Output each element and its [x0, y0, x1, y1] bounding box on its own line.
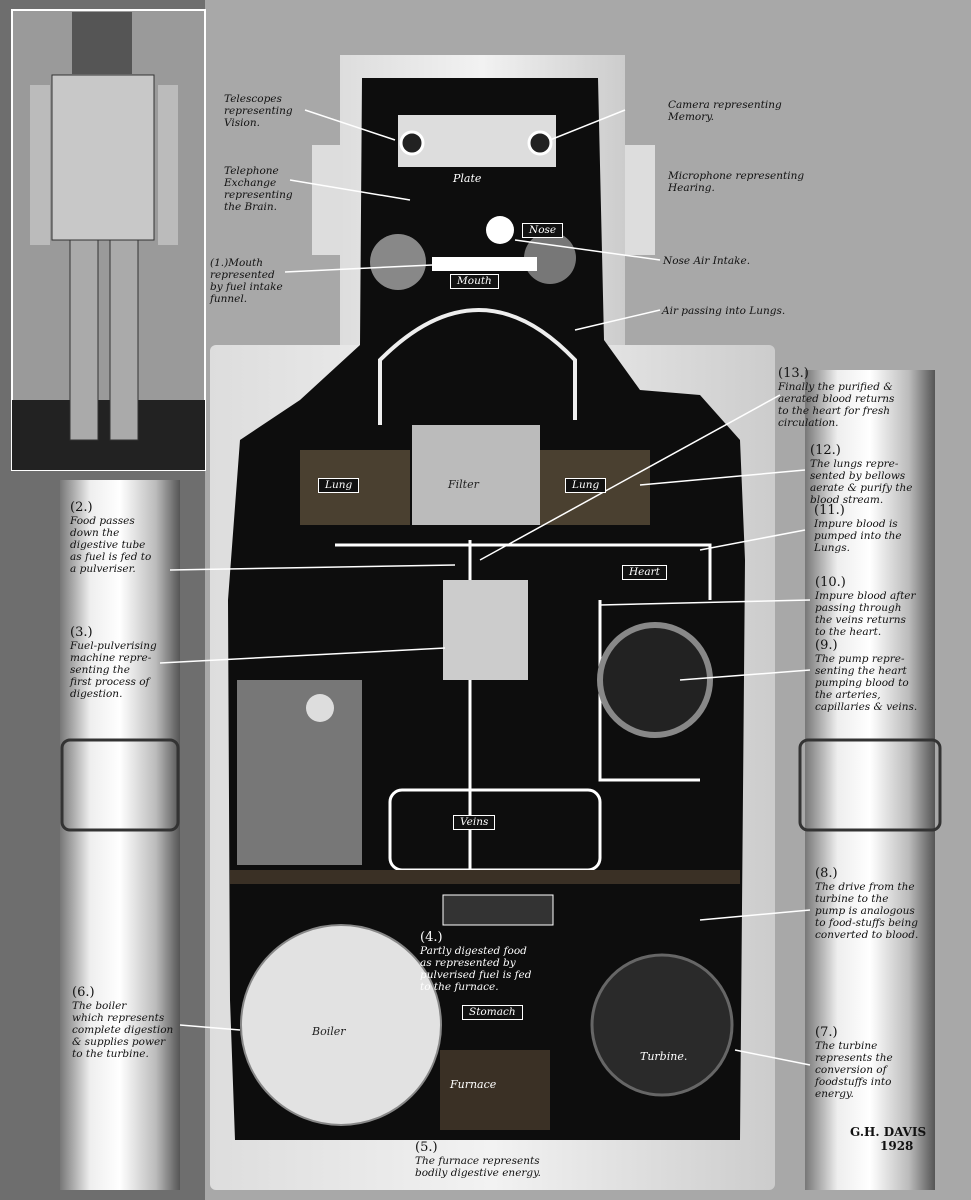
label-brain: Telephone Exchange representing the Brai…	[224, 165, 293, 213]
left-tube	[60, 480, 180, 1190]
note-8: (8.)The drive from the turbine to the pu…	[815, 866, 919, 941]
label-memory: Camera representing Memory.	[668, 99, 782, 123]
note-9: (9.)The pump repre- senting the heart pu…	[815, 638, 918, 713]
note-10: (10.)Impure blood after passing through …	[815, 575, 916, 638]
label-air-lungs: Air passing into Lungs.	[662, 305, 786, 317]
tag-turbine: Turbine.	[640, 1050, 688, 1063]
tag-veins: Veins	[453, 815, 496, 830]
note-3: (3.)Fuel-pulverising machine repre- sent…	[70, 625, 157, 700]
label-mouth: (1.)Mouth represented by fuel intake fun…	[210, 257, 283, 305]
tag-mouth: Mouth	[450, 274, 499, 289]
tag-lung-left: Lung	[318, 478, 360, 493]
robot-photo	[11, 9, 206, 471]
label-vision: Telescopes representing Vision.	[224, 93, 293, 129]
tag-furnace: Furnace	[450, 1078, 497, 1091]
note-13: (13.)Finally the purified & aerated bloo…	[778, 366, 895, 429]
tag-heart: Heart	[622, 565, 667, 580]
tag-lung-right: Lung	[565, 478, 607, 493]
note-5: (5.)The furnace represents bodily digest…	[415, 1140, 542, 1179]
note-11: (11.)Impure blood is pumped into the Lun…	[814, 503, 902, 554]
note-2: (2.)Food passes down the digestive tube …	[70, 500, 152, 575]
note-12: (12.)The lungs repre- sented by bellows …	[810, 443, 913, 506]
right-tube	[805, 370, 935, 1190]
label-hearing: Microphone representing Hearing.	[668, 170, 805, 194]
note-6: (6.)The boiler which represents complete…	[72, 985, 174, 1060]
tag-stomach: Stomach	[462, 1005, 523, 1020]
tag-filter: Filter	[448, 478, 479, 491]
tag-nose: Nose	[522, 223, 564, 238]
note-7: (7.)The turbine represents the conversio…	[815, 1025, 893, 1100]
leader-lines	[159, 109, 811, 1066]
tag-plate: Plate	[453, 172, 482, 185]
tag-boiler: Boiler	[312, 1025, 346, 1038]
label-nose-intake: Nose Air Intake.	[663, 255, 751, 267]
note-4: (4.)Partly digested food as represented …	[420, 930, 532, 993]
